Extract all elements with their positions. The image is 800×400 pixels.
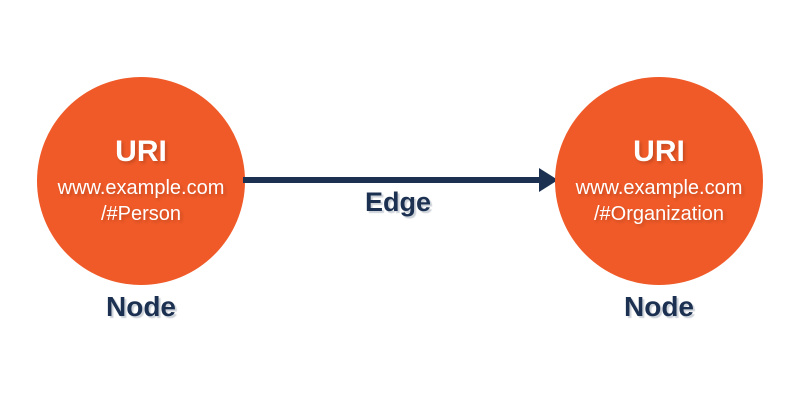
node-uri-line1: www.example.com <box>57 177 225 200</box>
node-label: Node <box>624 291 694 322</box>
arrow-head-icon <box>539 168 558 192</box>
node-uri-line1: www.example.com <box>575 177 743 200</box>
node-title: URI <box>633 134 685 168</box>
node-circle-person: URI www.example.com /#Person <box>37 77 245 285</box>
node-title: URI <box>115 134 167 168</box>
edge-label: Edge <box>364 187 431 217</box>
node-circle-organization: URI www.example.com /#Organization <box>555 77 763 285</box>
node-group-organization: URI www.example.com /#Organization Node <box>555 77 763 323</box>
node-uri-line2: /#Organization <box>593 203 725 226</box>
node-uri-line2: /#Person <box>100 203 182 226</box>
node-group-person: URI www.example.com /#Person Node <box>37 77 245 323</box>
edge-line <box>243 177 541 183</box>
node-label: Node <box>106 291 176 322</box>
